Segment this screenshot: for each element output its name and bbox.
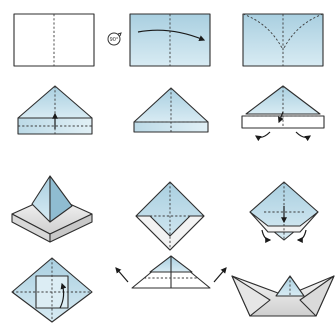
open-arrow-right-icon: [295, 131, 311, 142]
pull-arrow-right-icon: [213, 267, 227, 283]
step-6-hat-open: [241, 85, 325, 142]
rotate-label: 90°: [110, 37, 119, 43]
step-9-diamond-fold: [249, 181, 319, 243]
step-10-diamond-flap: [11, 257, 93, 323]
pull-arrow-left-icon: [115, 267, 129, 283]
rotate-icon: 90°: [107, 32, 122, 46]
open-arrow-left-icon: [255, 131, 271, 142]
step-1-sheet: [13, 13, 95, 67]
step-8-diamond: [135, 181, 205, 251]
step-4-hat-fold-flap: [17, 85, 93, 135]
step-11-triangle-pull: [115, 255, 227, 289]
step-2-fold-down: [129, 13, 211, 67]
step-3-corner-creases: [242, 13, 324, 67]
step-5-hat: [133, 87, 209, 133]
boat-icon: [231, 275, 335, 317]
step-7-3d-hat: [11, 175, 93, 243]
